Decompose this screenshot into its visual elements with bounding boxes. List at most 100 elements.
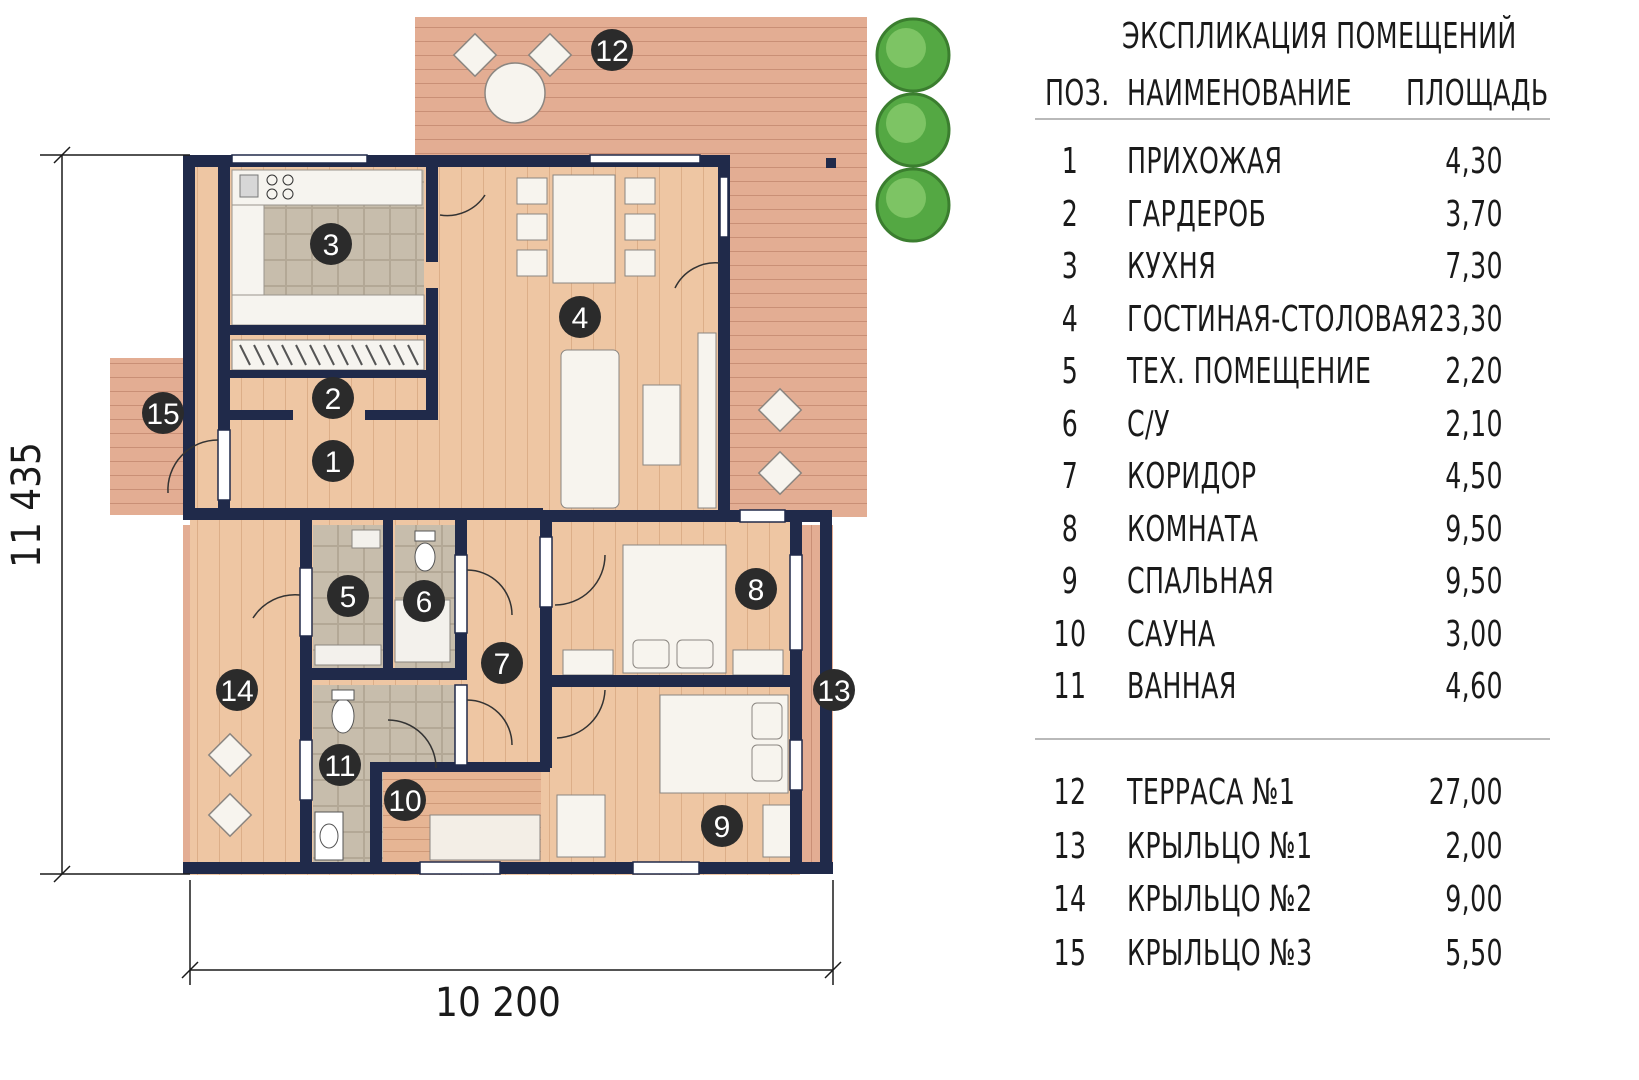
row-pos: 2 [1061, 193, 1079, 235]
room-badge-3: 3 [310, 223, 352, 265]
room-badge-5: 5 [327, 575, 369, 617]
coffee-table [642, 384, 681, 466]
room-badge-2: 2 [312, 377, 354, 419]
room-badge-circle [310, 223, 352, 265]
row-name: ГАРДЕРОБ [1127, 193, 1267, 235]
sofa [560, 349, 620, 509]
room-badge-circle [327, 575, 369, 617]
row-name: КОРИДОР [1127, 456, 1257, 497]
row-pos: 9 [1061, 561, 1079, 602]
explication-title: ЭКСПЛИКАЦИЯ ПОМЕЩЕНИЙ [1122, 16, 1517, 57]
row-pos: 4 [1061, 298, 1079, 340]
dining-table [552, 174, 616, 284]
room-badge-label: 2 [325, 383, 342, 416]
row-pos: 14 [1053, 879, 1087, 920]
row-name: ГОСТИНАЯ-СТОЛОВАЯ [1127, 298, 1428, 340]
row-area: 23,30 [1428, 298, 1503, 340]
room-badge-label: 11 [324, 750, 355, 783]
row-name: С/У [1127, 403, 1170, 445]
room-badge-circle [591, 29, 633, 71]
room-badge-label: 5 [340, 581, 357, 614]
row-area: 9,50 [1445, 508, 1503, 550]
room-badge-circle [216, 669, 258, 711]
room-badge-label: 15 [146, 398, 179, 431]
row-area: 3,70 [1445, 193, 1503, 235]
room-badge-label: 10 [388, 785, 421, 818]
row-area: 9,00 [1445, 879, 1503, 920]
row-area: 2,20 [1445, 351, 1503, 392]
room-badge-label: 9 [714, 811, 731, 844]
kitchen-counter-bottom [231, 294, 425, 326]
row-pos: 15 [1053, 932, 1087, 974]
room-badge-circle [403, 580, 445, 622]
room-badge-circle [312, 377, 354, 419]
room-badge-15: 15 [142, 392, 184, 434]
header-name: НАИМЕНОВАНИЕ [1127, 73, 1352, 114]
door-swings [167, 194, 721, 769]
room-badge-11: 11 [319, 744, 361, 786]
row-area: 27,00 [1428, 772, 1503, 813]
row-name: ТЕРРАСА №1 [1127, 772, 1296, 813]
dimension-lines [40, 146, 842, 985]
row-pos: 3 [1061, 246, 1079, 287]
room-badge-circle [559, 296, 601, 338]
row-pos: 5 [1061, 351, 1079, 392]
tv-unit [697, 332, 717, 509]
row-area: 2,00 [1445, 825, 1503, 867]
room-badge-label: 13 [817, 675, 850, 708]
room-badge-14: 14 [216, 669, 258, 711]
row-pos: 11 [1053, 666, 1087, 707]
room-badge-12: 12 [591, 29, 633, 71]
row-name: КОМНАТА [1127, 508, 1259, 550]
room-badge-circle [312, 440, 354, 482]
row-pos: 13 [1053, 825, 1087, 867]
row-name: КУХНЯ [1127, 246, 1217, 287]
trees [875, 17, 951, 243]
explication-table: ЭКСПЛИКАЦИЯ ПОМЕЩЕНИЙ ПОЗ. НАИМЕНОВАНИЕ … [1035, 0, 1639, 1080]
room-badge-7: 7 [481, 642, 523, 684]
room-badge-label: 6 [416, 586, 433, 619]
room-badge-6: 6 [403, 580, 445, 622]
header-rule [1035, 118, 1550, 120]
row-name: КРЫЛЬЦО №2 [1127, 879, 1313, 920]
room-badge-10: 10 [384, 779, 426, 821]
room-badge-circle [384, 779, 426, 821]
row-pos: 8 [1061, 508, 1079, 550]
row-name: КРЫЛЬЦО №1 [1127, 825, 1313, 867]
room-badge-13: 13 [813, 669, 855, 711]
section-rule [1035, 738, 1550, 740]
row-area: 4,30 [1445, 141, 1503, 182]
row-name: ТЕХ. ПОМЕЩЕНИЕ [1127, 351, 1372, 392]
height-dimension-label: 11 435 [4, 442, 50, 568]
room-badge-8: 8 [735, 568, 777, 610]
header-pos: ПОЗ. [1045, 73, 1110, 114]
room-badge-label: 4 [572, 302, 589, 335]
room-badge-label: 1 [325, 446, 342, 479]
row-pos: 12 [1053, 772, 1087, 813]
row-pos: 7 [1061, 456, 1079, 497]
room-badge-4: 4 [559, 296, 601, 338]
room-badge-label: 12 [595, 35, 628, 68]
row-pos: 1 [1061, 141, 1079, 182]
row-name: САУНА [1127, 613, 1216, 655]
room-badge-circle [735, 568, 777, 610]
row-name: СПАЛЬНАЯ [1127, 561, 1275, 602]
room-badge-circle [319, 744, 361, 786]
room-badge-label: 8 [748, 574, 765, 607]
row-area: 7,30 [1445, 246, 1503, 287]
row-pos: 10 [1053, 613, 1087, 655]
row-area: 3,00 [1445, 613, 1503, 655]
width-dimension-label: 10 200 [435, 980, 561, 1026]
row-name: КРЫЛЬЦО №3 [1127, 932, 1313, 974]
row-area: 5,50 [1445, 932, 1503, 974]
terrace-furniture [207, 32, 803, 838]
row-name: ВАННАЯ [1127, 666, 1237, 707]
row-area: 2,10 [1445, 403, 1503, 445]
row-area: 9,50 [1445, 561, 1503, 602]
row-area: 4,50 [1445, 456, 1503, 497]
room-badge-label: 7 [494, 648, 511, 681]
room-badge-9: 9 [701, 805, 743, 847]
windows [217, 154, 803, 875]
